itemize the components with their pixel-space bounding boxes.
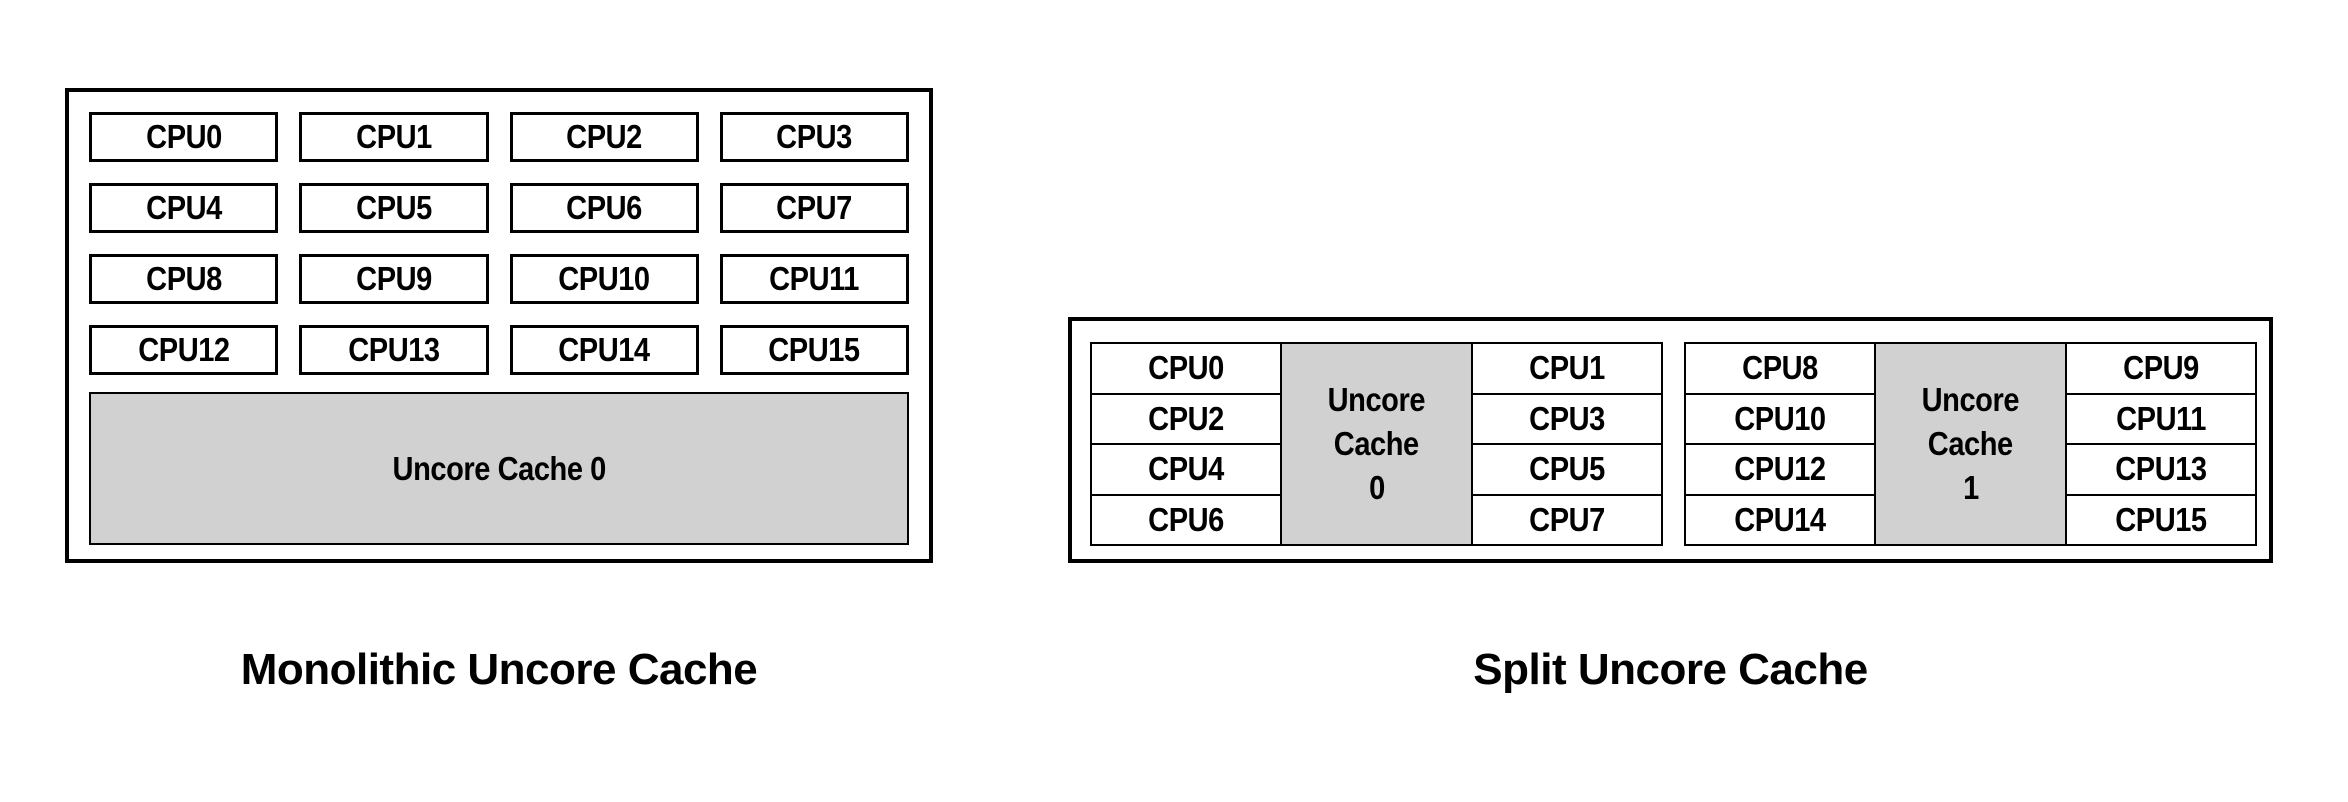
uncore-cache-box: Uncore Cache 0: [89, 392, 909, 545]
cpu-cell: CPU2: [1092, 394, 1281, 445]
cluster-1: CPU8 CPU10 CPU12 CPU14 Uncore Cache 1 CP…: [1684, 342, 2257, 546]
cpu-label: CPU0: [1148, 349, 1225, 387]
cpu-label: CPU14: [558, 331, 650, 368]
cpu-box: CPU3: [719, 112, 909, 162]
cpu-box: CPU1: [299, 112, 489, 162]
uncore-cache-label-line: Cache: [1927, 425, 2013, 462]
cpu-cell: CPU3: [1472, 394, 1661, 445]
cpu-box: CPU4: [89, 183, 279, 233]
uncore-cache-box: Uncore Cache 1: [1874, 344, 2067, 544]
cpu-label: CPU3: [776, 118, 853, 155]
cpu-label: CPU9: [356, 260, 432, 297]
cpu-label: CPU12: [137, 331, 230, 368]
uncore-cache-label-line: Uncore: [1327, 381, 1426, 418]
cpu-label: CPU1: [1528, 349, 1605, 387]
monolithic-caption: Monolithic Uncore Cache: [240, 645, 758, 694]
cpu-label: CPU13: [348, 331, 440, 368]
cpu-box: CPU11: [719, 254, 909, 304]
cluster-1-right-cpus: CPU9 CPU11 CPU13 CPU15: [2066, 344, 2255, 544]
cpu-box: CPU13: [299, 325, 489, 375]
cpu-cell: CPU14: [1686, 495, 1875, 544]
cpu-label: CPU14: [1734, 500, 1826, 538]
cpu-label: CPU10: [558, 260, 650, 297]
uncore-cache-label-line: Uncore: [1921, 381, 2020, 418]
cpu-label: CPU12: [1734, 450, 1826, 488]
cpu-cell: CPU0: [1092, 344, 1281, 395]
cluster-0: CPU0 CPU2 CPU4 CPU6 Uncore Cache 0 CPU1 …: [1090, 342, 1663, 546]
cpu-box: CPU6: [509, 183, 699, 233]
cpu-label: CPU2: [566, 118, 642, 155]
cpu-label: CPU11: [2115, 399, 2206, 437]
split-caption: Split Uncore Cache: [1473, 645, 1868, 694]
cpu-label: CPU7: [1528, 500, 1605, 538]
cpu-box: CPU12: [89, 325, 279, 375]
cpu-cell: CPU10: [1686, 394, 1875, 445]
cpu-label: CPU15: [2115, 500, 2207, 538]
cpu-box: CPU10: [509, 254, 699, 304]
cpu-cell: CPU13: [2066, 445, 2255, 496]
cpu-cell: CPU1: [1472, 344, 1661, 395]
cpu-cell: CPU15: [2066, 495, 2255, 544]
cpu-label: CPU3: [1528, 399, 1605, 437]
cpu-cell: CPU9: [2066, 344, 2255, 395]
cpu-label: CPU6: [566, 189, 642, 226]
cpu-box: CPU9: [299, 254, 489, 304]
cpu-label: CPU5: [1528, 450, 1605, 488]
cpu-label: CPU4: [1148, 450, 1225, 488]
cpu-cell: CPU7: [1472, 495, 1661, 544]
cpu-label: CPU9: [2122, 349, 2199, 387]
cpu-label: CPU4: [145, 189, 222, 226]
cpu-cell: CPU4: [1092, 445, 1281, 496]
cpu-label: CPU2: [1148, 399, 1225, 437]
cluster-0-left-cpus: CPU0 CPU2 CPU4 CPU6: [1092, 344, 1281, 544]
uncore-cache-label-line: 0: [1368, 469, 1385, 506]
cluster-0-right-cpus: CPU1 CPU3 CPU5 CPU7: [1472, 344, 1661, 544]
uncore-cache-label-line: 1: [1962, 469, 1979, 506]
cluster-1-left-cpus: CPU8 CPU10 CPU12 CPU14: [1686, 344, 1875, 544]
cpu-cell: CPU11: [2066, 394, 2255, 445]
cpu-label: CPU15: [768, 331, 861, 368]
cpu-box: CPU8: [89, 254, 279, 304]
cpu-cell: CPU5: [1472, 445, 1661, 496]
cpu-label: CPU7: [776, 189, 853, 226]
cpu-cell: CPU12: [1686, 445, 1875, 496]
cpu-label: CPU10: [1734, 399, 1826, 437]
monolithic-diagram: CPU0 CPU1 CPU2 CPU3 CPU4 CPU5 CPU6 CPU7 …: [65, 88, 933, 563]
cpu-label: CPU8: [145, 260, 222, 297]
uncore-cache-label-line: Cache: [1333, 425, 1419, 462]
cpu-label: CPU8: [1742, 349, 1819, 387]
cpu-label: CPU5: [356, 189, 432, 226]
cpu-label: CPU11: [769, 260, 860, 297]
cpu-label: CPU0: [145, 118, 222, 155]
uncore-cache-box: Uncore Cache 0: [1280, 344, 1473, 544]
split-diagram: CPU0 CPU2 CPU4 CPU6 Uncore Cache 0 CPU1 …: [1068, 317, 2273, 563]
cpu-cell: CPU6: [1092, 495, 1281, 544]
cpu-grid: CPU0 CPU1 CPU2 CPU3 CPU4 CPU5 CPU6 CPU7 …: [89, 112, 909, 375]
cpu-label: CPU6: [1148, 500, 1225, 538]
uncore-cache-label: Uncore Cache 0: [392, 449, 606, 487]
cpu-cell: CPU8: [1686, 344, 1875, 395]
cpu-box: CPU15: [719, 325, 909, 375]
cpu-label: CPU13: [2115, 450, 2207, 488]
cpu-box: CPU0: [89, 112, 279, 162]
cpu-box: CPU5: [299, 183, 489, 233]
cpu-box: CPU14: [509, 325, 699, 375]
cpu-box: CPU2: [509, 112, 699, 162]
cpu-label: CPU1: [356, 118, 432, 155]
cpu-box: CPU7: [719, 183, 909, 233]
